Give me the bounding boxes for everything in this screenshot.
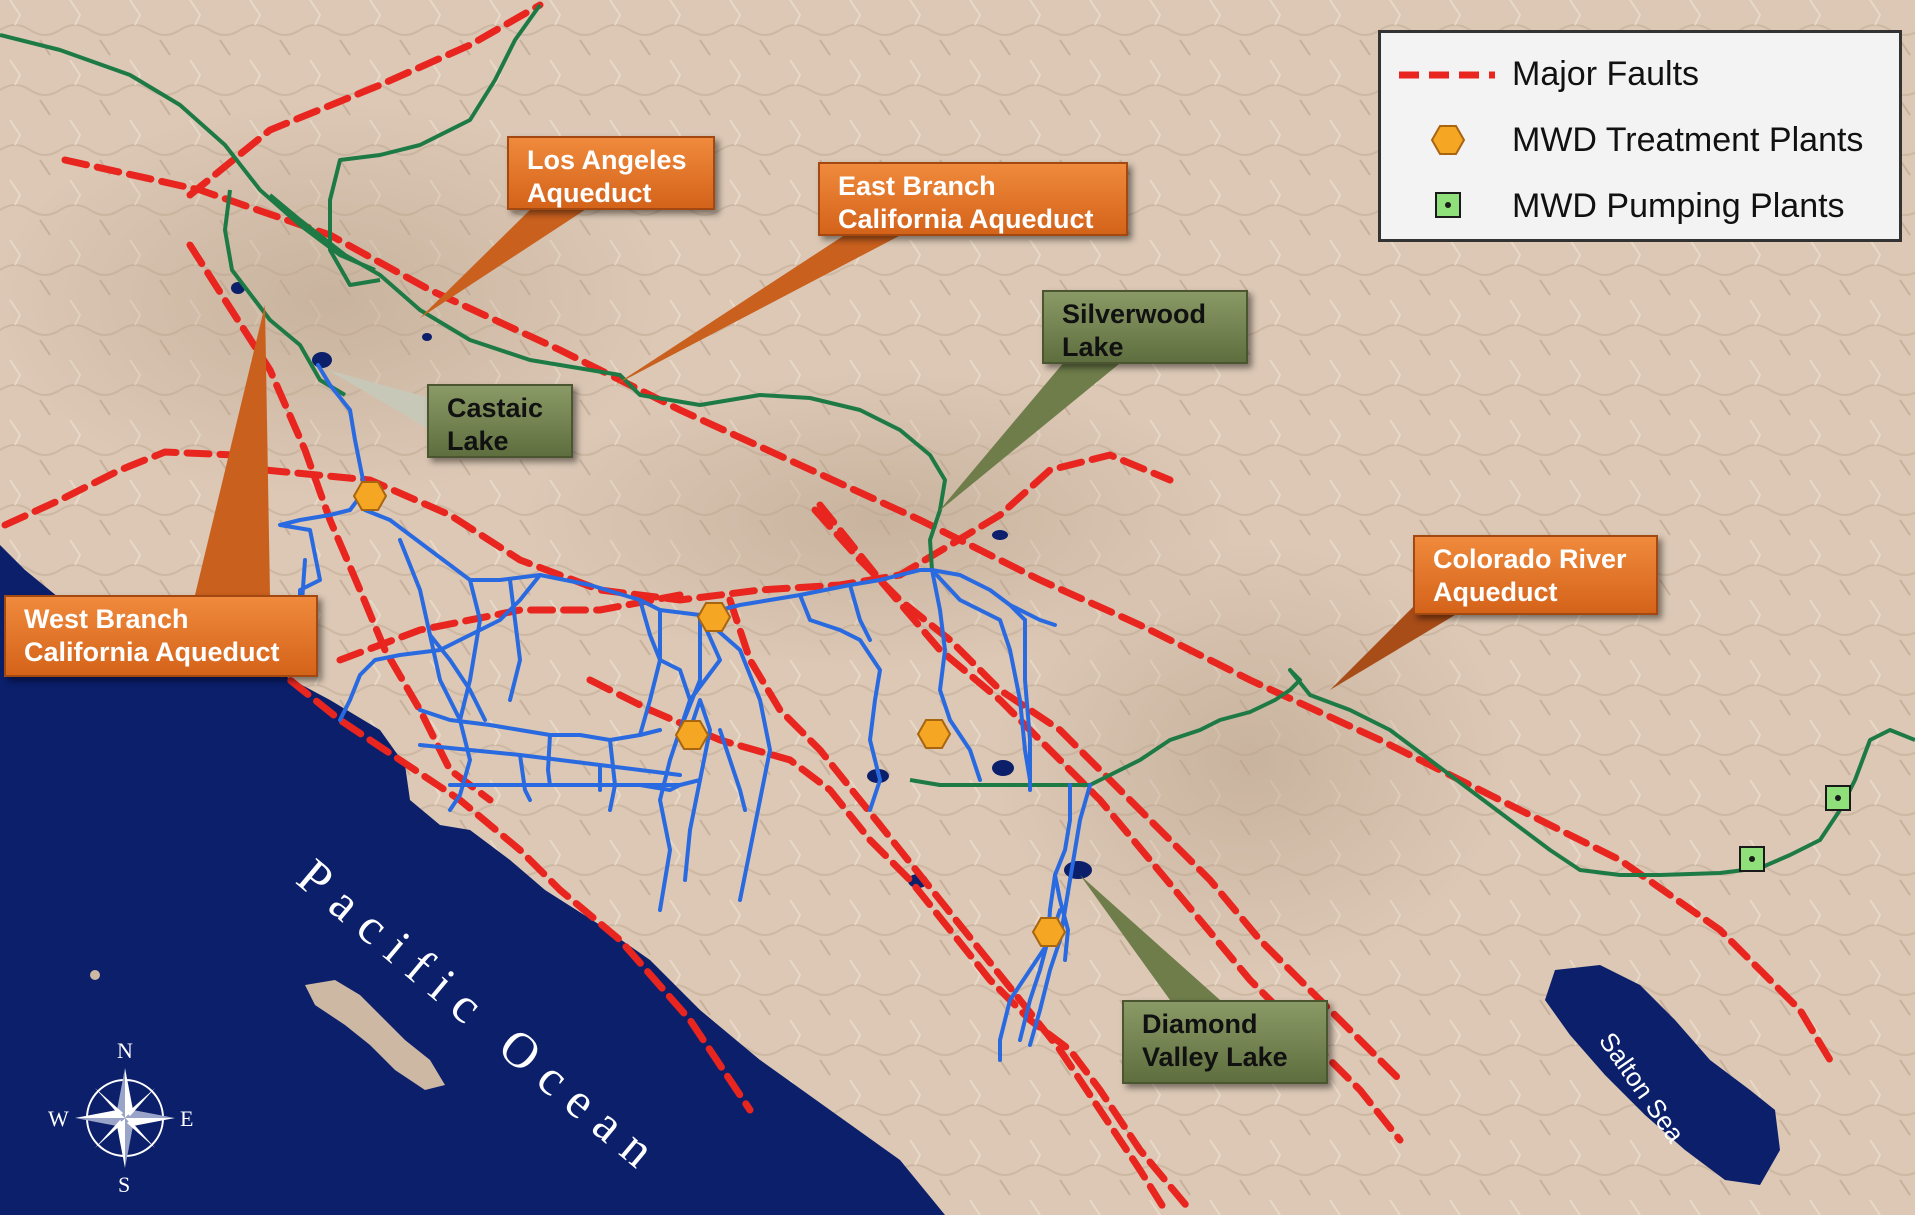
pointer-diamond [1080,875,1220,1000]
compass-west: W [48,1106,69,1131]
diamond-valley-lake [1064,861,1092,879]
catalina-island [305,980,445,1090]
callout-diamond-valley-lake: Diamond Valley Lake [1122,1000,1328,1084]
castaic-lake [312,352,332,368]
callout-west-branch: West Branch California Aqueduct [4,595,318,677]
legend-label: MWD Treatment Plants [1512,121,1864,159]
treatment-plant-marker [674,720,710,750]
pointer-colorado [1330,600,1480,690]
fault-line [811,506,1404,1084]
fault-line [726,596,1169,1214]
pointer-silverwood [938,355,1130,512]
fault-line [586,676,1194,1214]
aqueducts [0,3,1915,877]
legend-row-faults: Major Faults [1381,43,1899,103]
pumping-plant-dot [1749,856,1755,862]
pointer-castaic [328,370,430,430]
pointer-west-branch [195,305,270,595]
fault-line-icon [1399,71,1495,79]
major-faults [1,1,1834,1214]
square-icon [1435,192,1461,218]
la-aqueduct-route [0,33,376,272]
lake [992,760,1014,776]
la-aqueduct-north [328,3,542,287]
treatment-plant-marker [916,719,952,749]
east-branch-route [268,193,947,571]
pumping-plant-dot [1835,795,1841,801]
fault-line [186,241,494,804]
hexagon-icon [1430,125,1466,155]
legend-row-treatment: MWD Treatment Plants [1381,109,1899,169]
callout-castaic-lake: Castaic Lake [427,384,573,458]
west-branch-route [223,189,347,397]
treatment-plant-marker [352,481,388,511]
legend-label: Major Faults [1512,55,1700,93]
silverwood-lake [992,530,1008,540]
legend-label: MWD Pumping Plants [1512,187,1845,225]
pumping-plants [1739,785,1851,872]
fault-line [261,656,754,1114]
callout-pointers [195,200,1480,1000]
callout-silverwood-lake: Silverwood Lake [1042,290,1248,364]
pointer-east-branch [615,225,920,385]
callout-colorado-river: Colorado River Aqueduct [1413,535,1658,615]
pointer-la-aqueduct [420,200,600,318]
distribution-network [278,363,1092,1062]
compass-east: E [180,1106,194,1131]
small-island [90,970,100,980]
legend-row-pumping: MWD Pumping Plants [1381,175,1899,235]
fault-line [336,591,684,664]
callout-east-branch: East Branch California Aqueduct [818,162,1128,236]
fault-line [186,1,544,199]
compass-south: S [118,1172,131,1197]
compass-rose [75,1068,175,1168]
fault-line [61,156,1834,1064]
compass-north: N [117,1038,133,1063]
salton-sea [1545,965,1780,1185]
callout-los-angeles-aqueduct: Los Angeles Aqueduct [507,136,715,210]
fault-line [1,448,239,529]
treatment-plants [352,481,1067,947]
legend: Major Faults MWD Treatment Plants MWD Pu… [1378,30,1902,242]
fault-line [261,451,1174,604]
treatment-plant-marker [696,602,732,632]
lake [422,333,432,341]
treatment-plant-marker [1031,917,1067,947]
colorado-river-route [909,668,1915,877]
